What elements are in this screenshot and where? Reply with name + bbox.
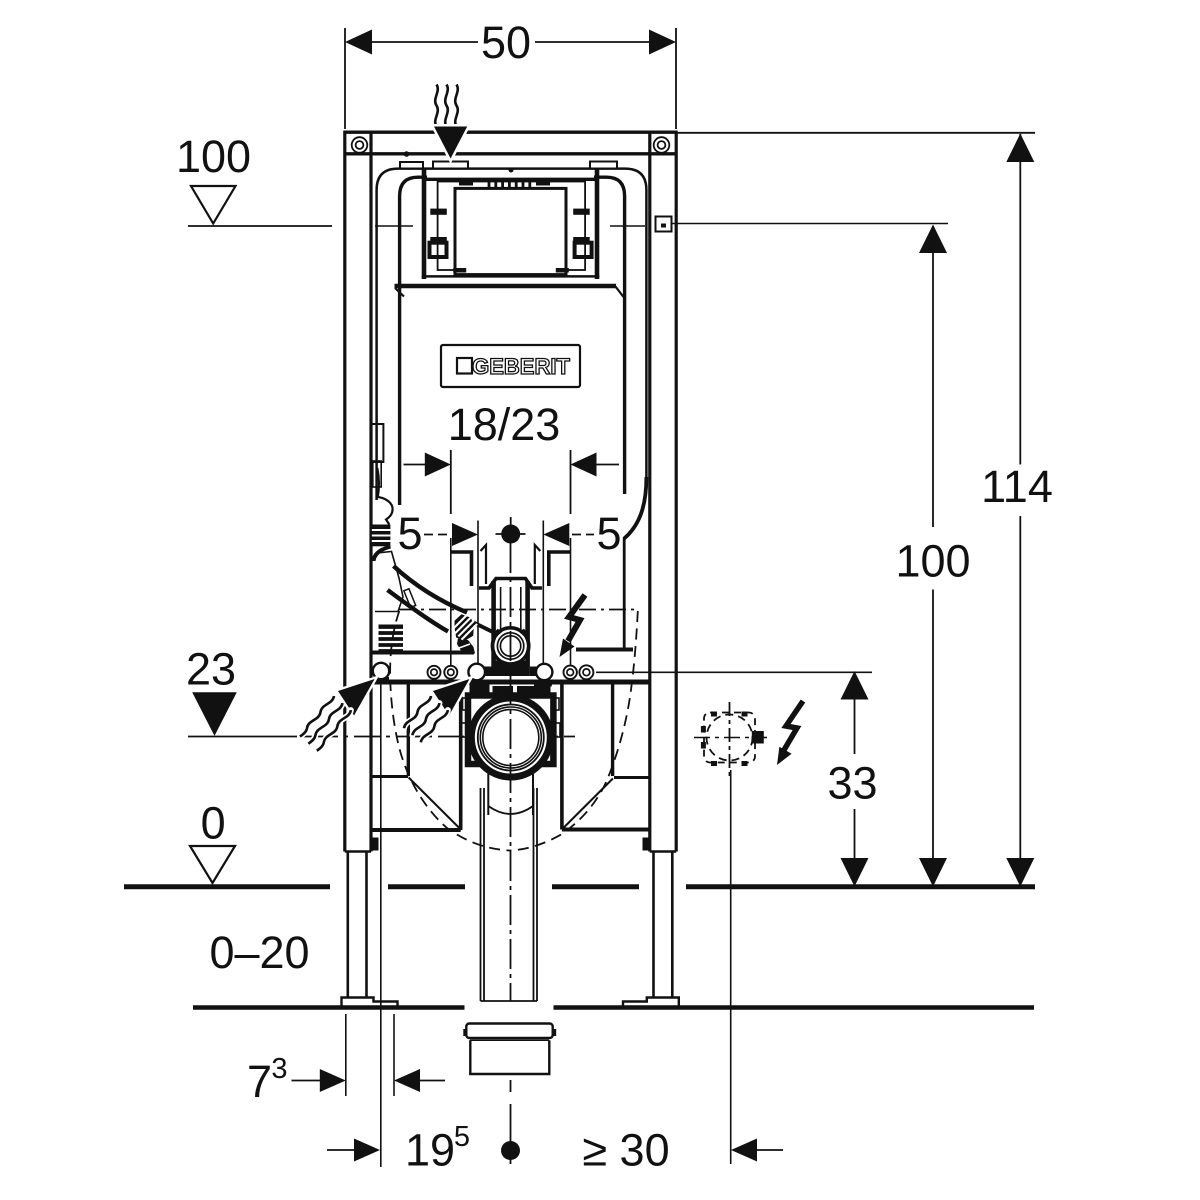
- svg-text:7: 7: [247, 1056, 272, 1107]
- svg-text:100: 100: [176, 131, 251, 182]
- svg-text:100: 100: [895, 536, 970, 587]
- svg-text:18/23: 18/23: [448, 399, 561, 450]
- svg-text:114: 114: [981, 461, 1053, 512]
- svg-text:0–20: 0–20: [209, 927, 309, 978]
- svg-text:19: 19: [405, 1125, 455, 1176]
- svg-text:5: 5: [596, 508, 621, 559]
- svg-text:3: 3: [271, 1053, 287, 1085]
- svg-text:≥ 30: ≥ 30: [582, 1125, 669, 1176]
- svg-text:23: 23: [186, 644, 236, 695]
- svg-text:33: 33: [827, 757, 877, 808]
- svg-text:50: 50: [481, 17, 531, 68]
- svg-text:0: 0: [201, 798, 226, 849]
- svg-text:5: 5: [397, 508, 422, 559]
- svg-text:GEBERIT: GEBERIT: [472, 354, 570, 379]
- svg-text:5: 5: [454, 1121, 470, 1153]
